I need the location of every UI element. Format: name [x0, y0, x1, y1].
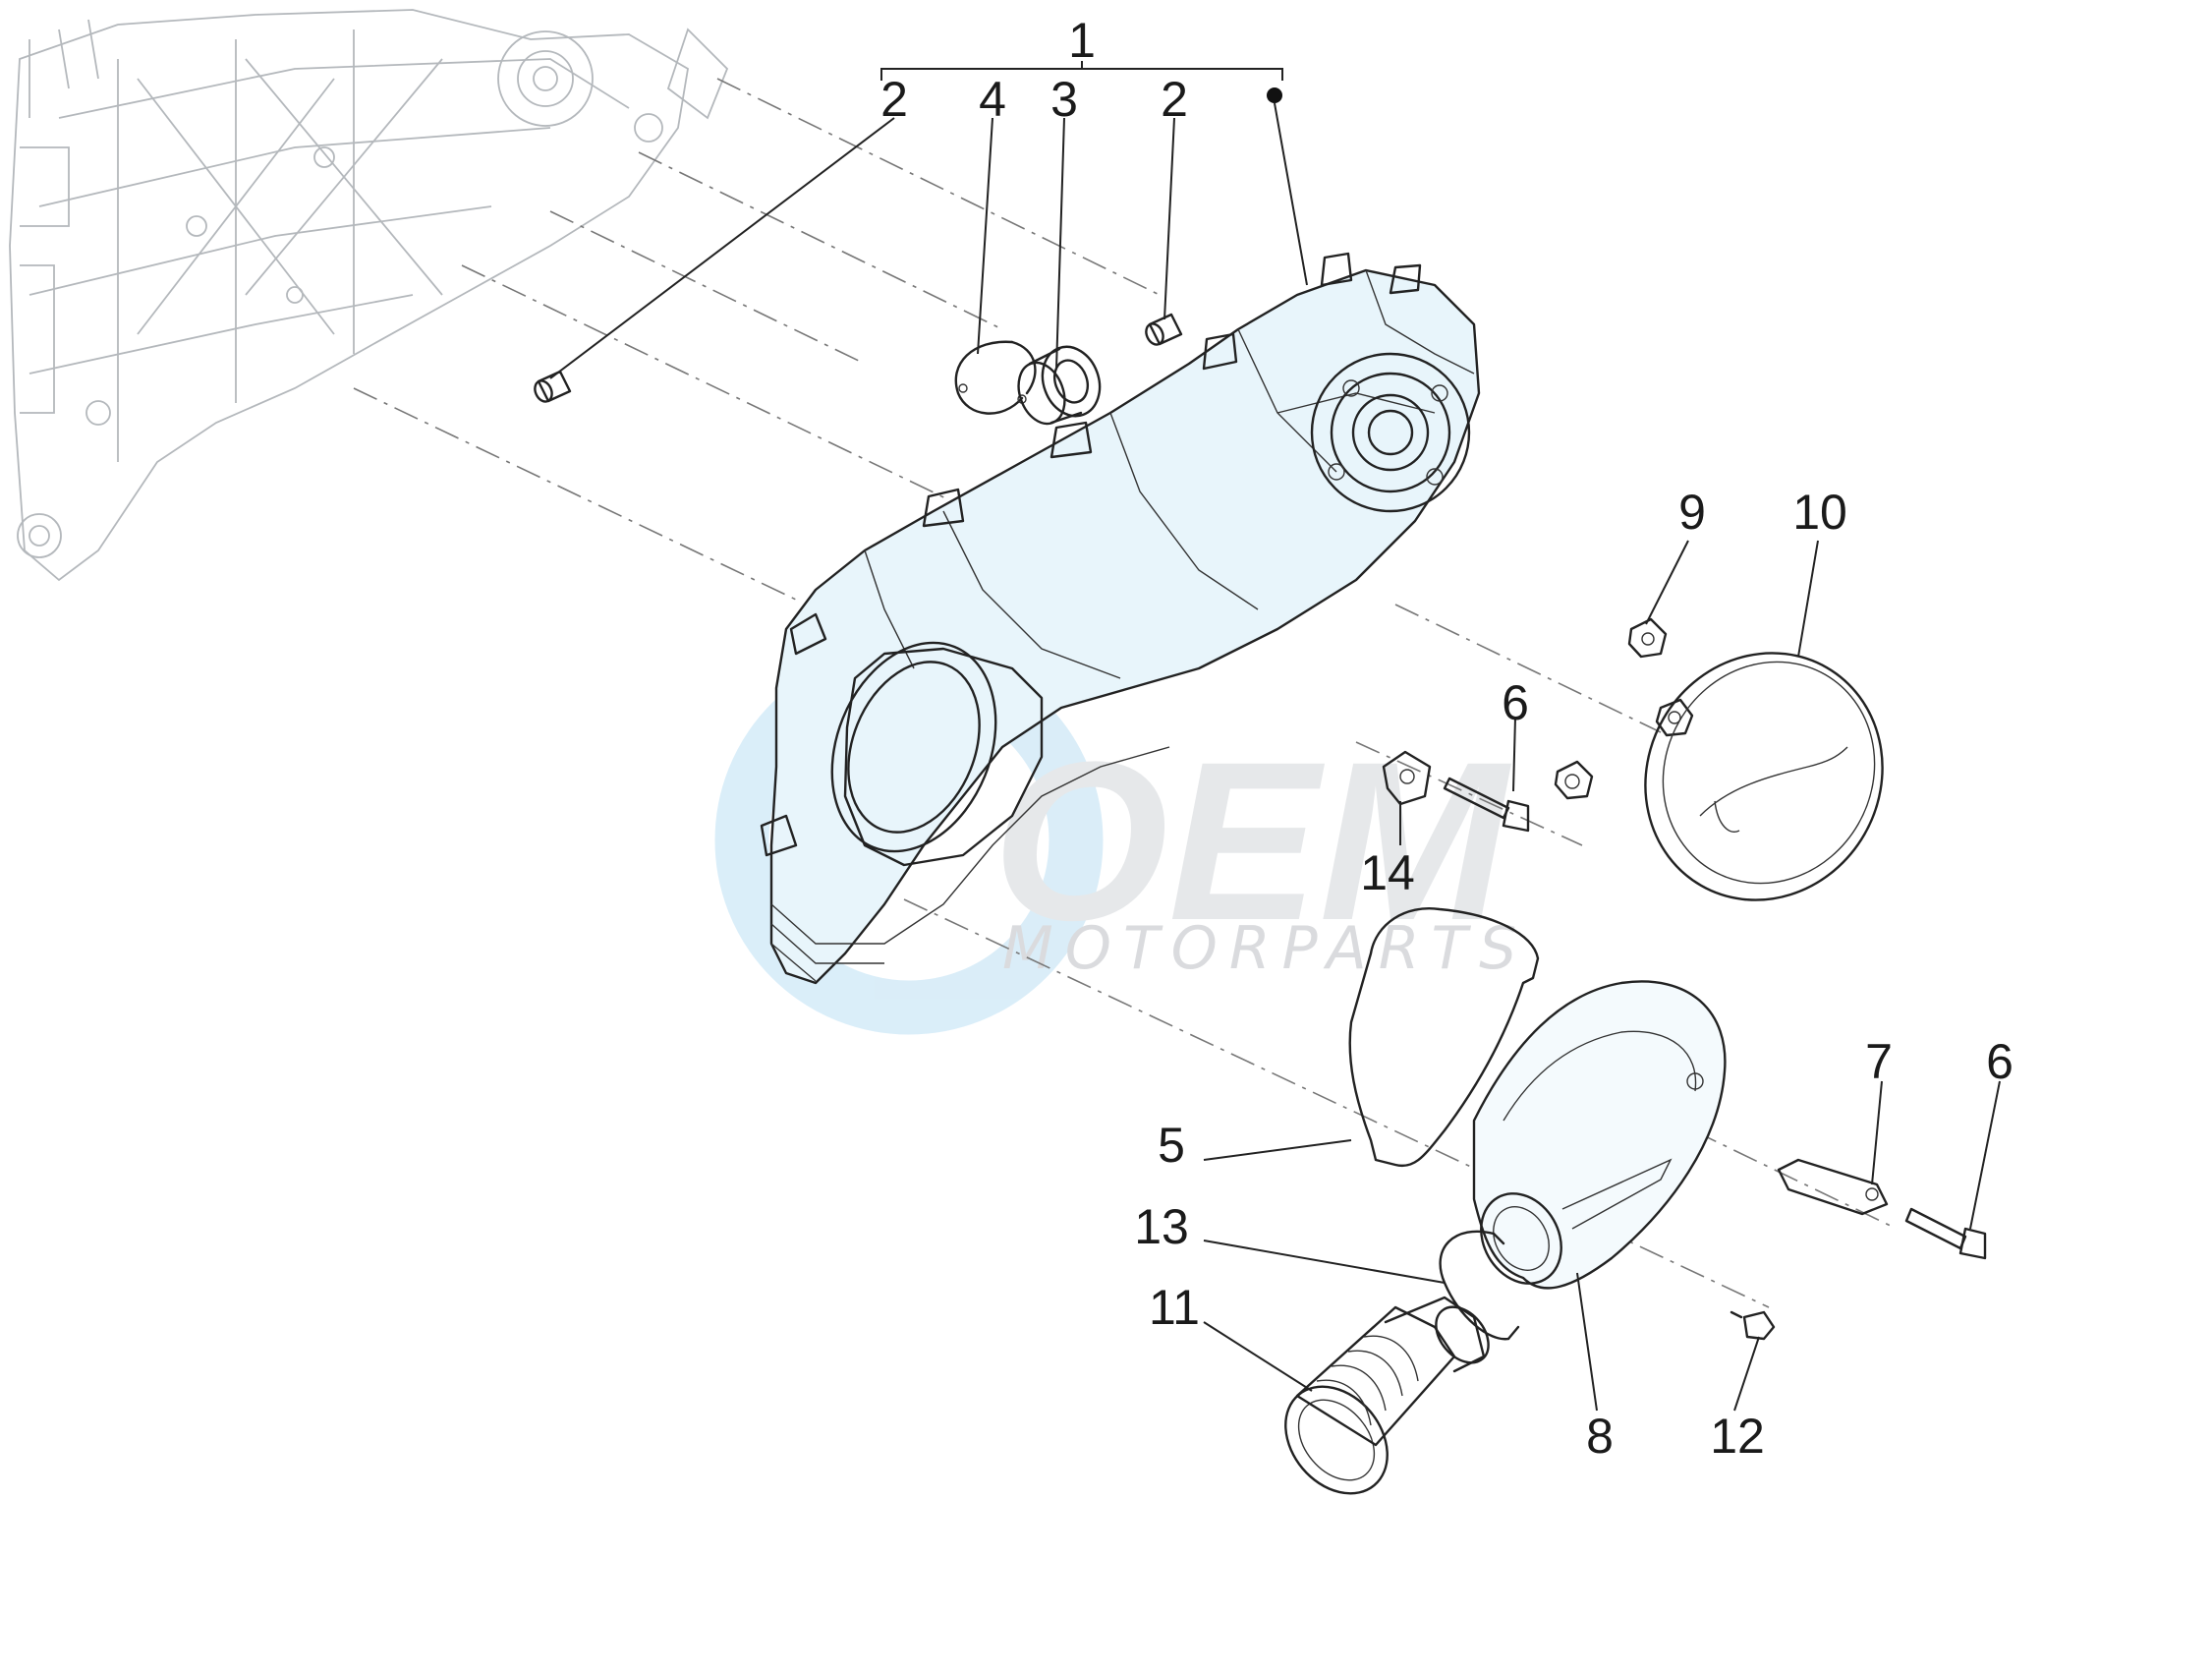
callout-10: 10: [1792, 485, 1847, 540]
spring-clip: [1777, 1158, 1889, 1216]
callout-11: 11: [1149, 1280, 1200, 1335]
dowel-pin-left: [534, 370, 572, 403]
callout-2-left: 2: [880, 72, 908, 127]
intake-hose: [1284, 1296, 1490, 1495]
callout-13: 13: [1134, 1199, 1189, 1254]
callout-4: 4: [979, 72, 1006, 127]
gasket-ring: [1348, 907, 1540, 1168]
callout-6-upper: 6: [1502, 675, 1529, 730]
callout-1: 1: [1068, 13, 1096, 68]
bolt-upper: [1443, 777, 1530, 833]
callout-numbers: 1 2 4 3 2 9 10 6 14 7 6 5 13 11 8 12: [880, 13, 2013, 1464]
bearing: [1017, 345, 1102, 426]
emblem-cover: [1644, 652, 1884, 901]
transmission-cover: [760, 252, 1481, 985]
watermark-logo: OEM: [993, 715, 1511, 967]
watermark: OEM MOTORPARTS: [714, 646, 1528, 1035]
screw: [1730, 1310, 1776, 1341]
watermark-subtext: MOTORPARTS: [1002, 914, 1528, 983]
leader-lines: [549, 61, 2001, 1412]
dowel-pin-right: [1145, 313, 1183, 346]
callout-2-right: 2: [1161, 72, 1188, 127]
air-duct-cover: [1472, 980, 1727, 1290]
callout-3: 3: [1050, 72, 1078, 127]
callout-8: 8: [1586, 1409, 1614, 1464]
callout-6-lower: 6: [1986, 1034, 2013, 1089]
nut-lower: [1655, 698, 1694, 737]
callout-14: 14: [1360, 845, 1415, 900]
callout-5: 5: [1158, 1118, 1185, 1173]
callout-7: 7: [1865, 1034, 1893, 1089]
nut-center: [1554, 760, 1594, 800]
bolt-lower: [1904, 1207, 1987, 1260]
nut-upper: [1627, 617, 1668, 659]
callout-12: 12: [1710, 1409, 1765, 1464]
watermark-logo-text: OEM: [993, 715, 1511, 967]
engine-crankcase-ghost: [9, 9, 729, 582]
bracket-plate: [1382, 750, 1432, 806]
assembly-axis-lines: [353, 78, 1898, 1308]
callout-9: 9: [1678, 485, 1706, 540]
